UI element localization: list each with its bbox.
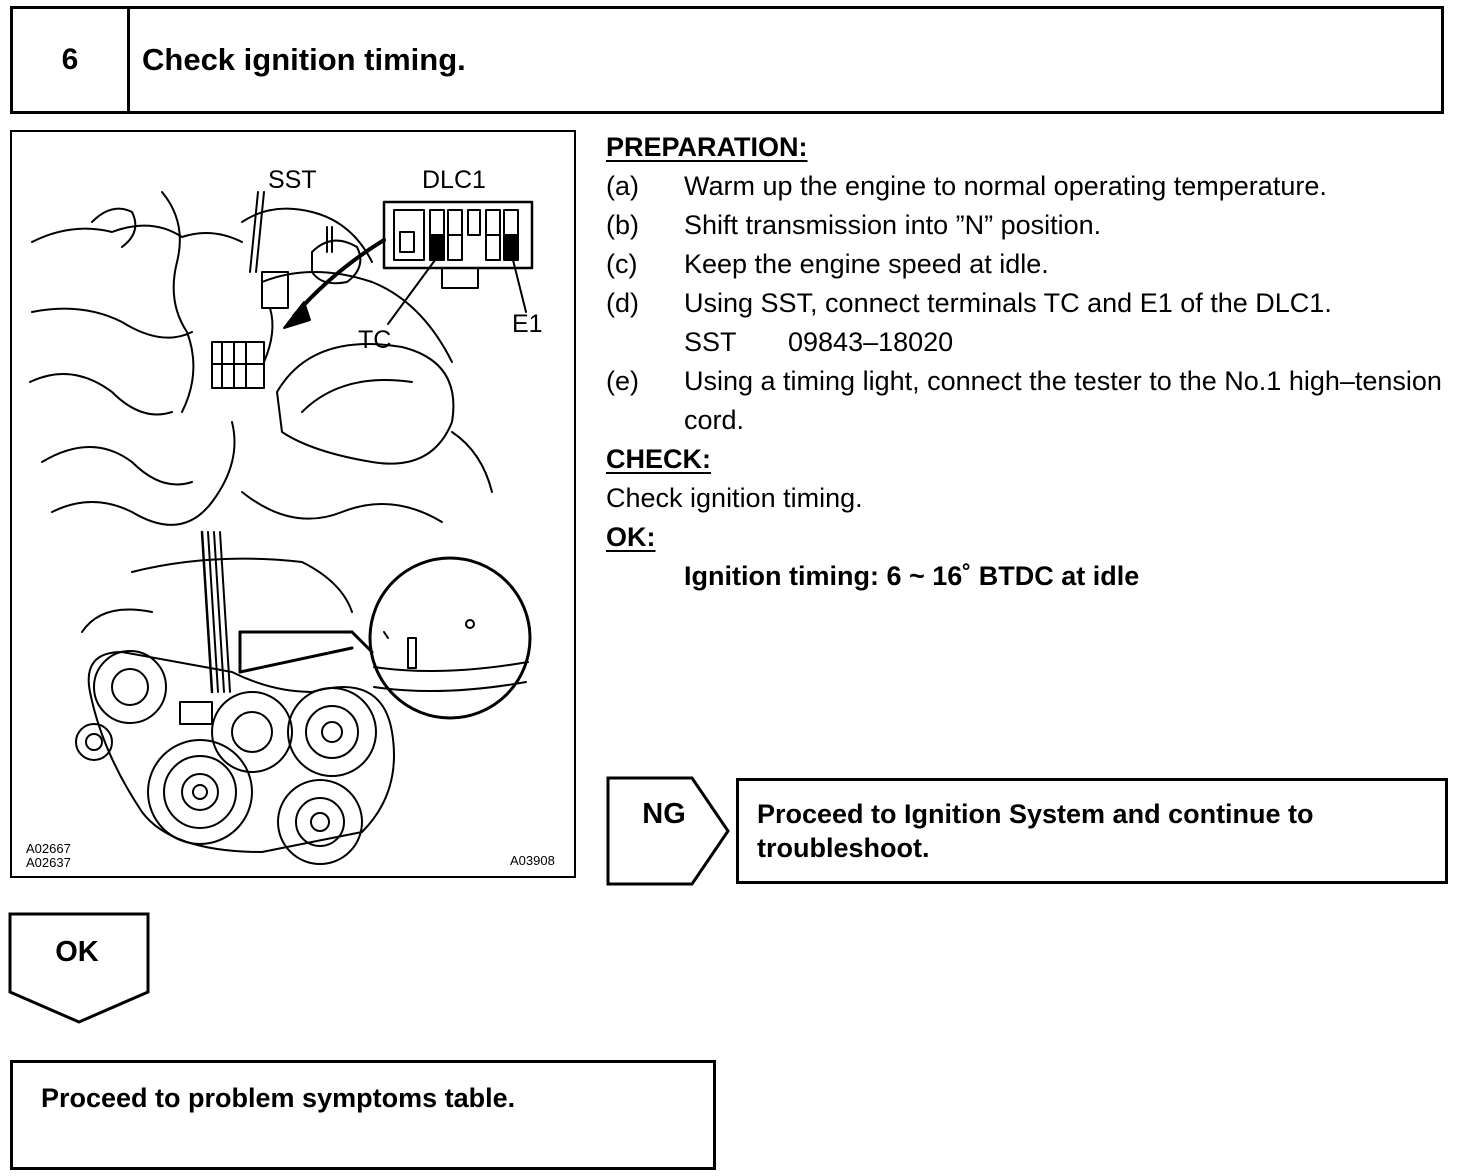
ok-spec-text: Ignition timing: 6 ~ 16˚ BTDC at idle	[684, 561, 1140, 591]
step-letter: (a)	[606, 171, 639, 201]
pulley-4	[277, 779, 363, 865]
preparation-heading: PREPARATION:	[606, 132, 808, 162]
check-heading: CHECK:	[606, 444, 711, 474]
ok-label: OK	[55, 936, 99, 968]
step-header: 6 Check ignition timing.	[10, 6, 1444, 114]
sst-part-number: SST 09843–18020	[606, 323, 1466, 362]
pulley-2	[211, 691, 293, 773]
pulley-1	[93, 650, 167, 724]
drive-belt	[87, 651, 395, 853]
check-text: Check ignition timing.	[606, 483, 863, 513]
label-dlc1: DLC1	[422, 166, 486, 194]
ok-arrow-tag	[8, 912, 150, 1024]
label-e1: E1	[512, 310, 543, 338]
timing-light-lead	[200, 530, 214, 694]
step-letter: (e)	[606, 366, 639, 396]
sst-label: SST	[684, 327, 737, 357]
step-text: Using SST, connect terminals TC and E1 o…	[684, 288, 1332, 318]
timing-clip	[179, 701, 213, 725]
sst-lead	[249, 191, 259, 273]
tc-leader	[387, 255, 439, 325]
sst-plug	[261, 271, 289, 309]
e1-leader	[511, 255, 527, 313]
sst-number: 09843–18020	[788, 327, 954, 357]
ng-label: NG	[642, 798, 686, 830]
step-letter: (c)	[606, 249, 638, 279]
label-tc: TC	[358, 326, 392, 354]
instructions: PREPARATION: (a) Warm up the engine to n…	[606, 128, 1466, 596]
illustration-frame: SST DLC1 TC E1 A02667 A02637 A03908	[10, 130, 576, 878]
step-text: Using a timing light, connect the tester…	[684, 366, 1442, 435]
prep-step-b: (b) Shift transmission into ”N” position…	[606, 206, 1466, 245]
prep-step-c: (c) Keep the engine speed at idle.	[606, 245, 1466, 284]
figure-code-right: A03908	[510, 853, 555, 868]
figure-code-2: A02637	[26, 854, 71, 870]
figure-code-left: A02667 A02637	[26, 842, 71, 869]
step-number: 6	[13, 9, 130, 111]
engine-outline-top	[31, 224, 243, 243]
pulley-3	[287, 687, 377, 777]
step-text: Keep the engine speed at idle.	[684, 249, 1049, 279]
step-text: Shift transmission into ”N” position.	[684, 210, 1102, 240]
figure-code-1: A02667	[26, 841, 71, 856]
ok-spec-heading: OK:	[606, 522, 656, 552]
engine-illustration	[29, 191, 534, 865]
prep-step-d: (d) Using SST, connect terminals TC and …	[606, 284, 1466, 323]
label-sst: SST	[268, 166, 317, 194]
step-letter: (b)	[606, 210, 639, 240]
prep-step-a: (a) Warm up the engine to normal operati…	[606, 167, 1466, 206]
step-letter: (d)	[606, 288, 639, 318]
step-text: Warm up the engine to normal operating t…	[684, 171, 1327, 201]
ok-result-box: Proceed to problem symptoms table.	[10, 1060, 716, 1170]
timing-pointer	[407, 637, 417, 669]
ng-arrow-tag	[606, 776, 730, 886]
engine-cover	[276, 343, 455, 465]
crank-pulley	[147, 739, 253, 845]
step-title: Check ignition timing.	[142, 42, 466, 77]
ng-result-box: Proceed to Ignition System and continue …	[736, 778, 1448, 884]
pointer-arrow	[292, 238, 386, 318]
timing-mark-callout	[368, 556, 532, 720]
prep-step-e: (e) Using a timing light, connect the te…	[606, 362, 1466, 440]
